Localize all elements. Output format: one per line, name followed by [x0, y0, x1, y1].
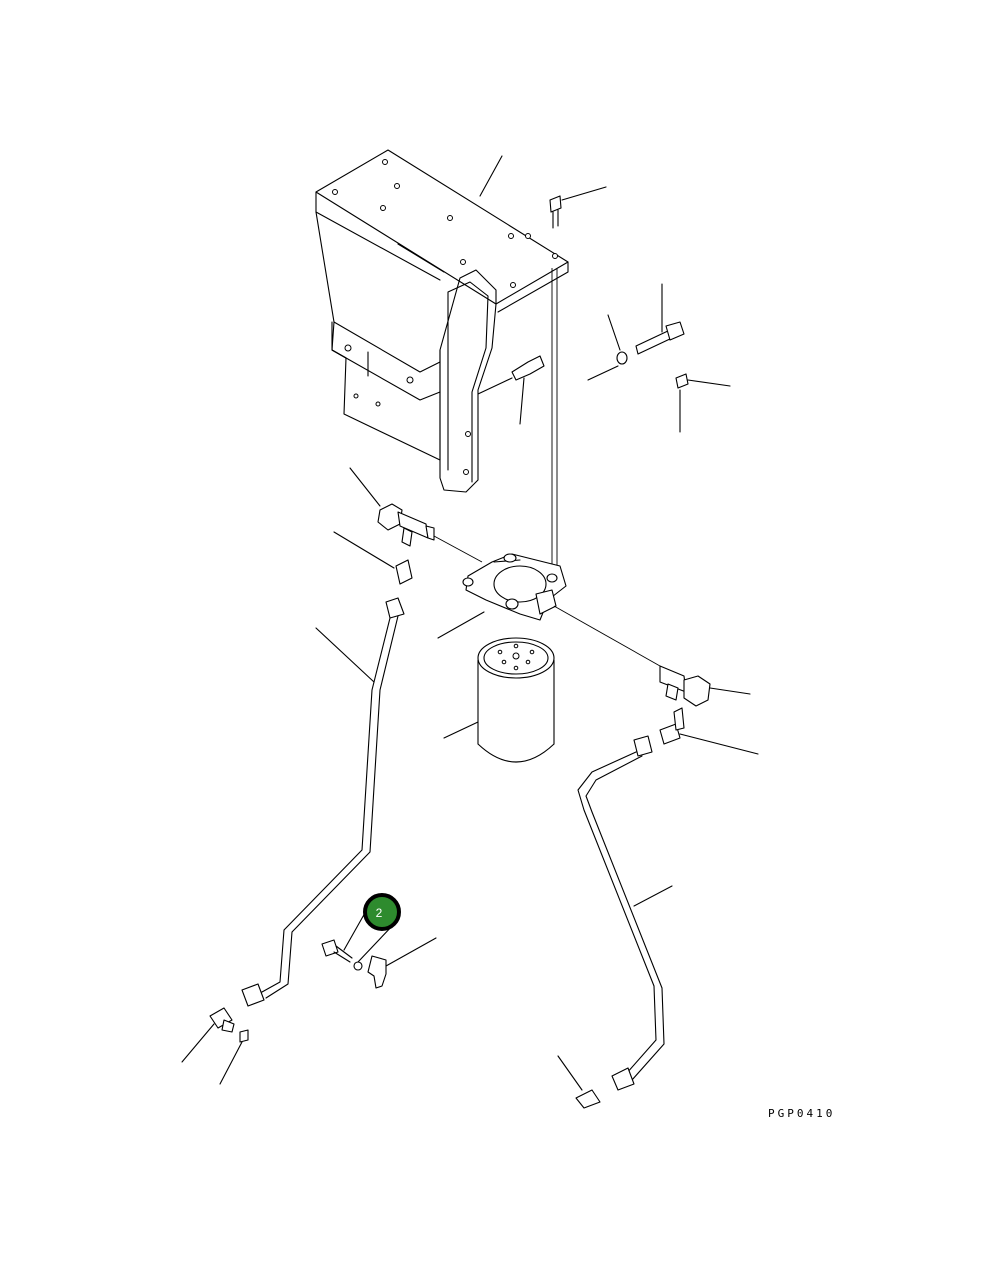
- bottom-left-elbow: [181, 1007, 249, 1085]
- right-elbow-fitting: [659, 707, 759, 755]
- drawing-code: PGP0410: [768, 1107, 836, 1120]
- mounting-bracket: [315, 149, 569, 493]
- filter-head: [437, 553, 661, 667]
- left-fuel-tube: [241, 597, 405, 1007]
- bottom-right-fitting: [557, 1055, 601, 1109]
- bracket-fitting: [477, 355, 545, 425]
- left-drain-valve: [349, 467, 483, 563]
- bolt-and-washer: [587, 283, 731, 433]
- part-callout-2[interactable]: 2: [363, 893, 401, 931]
- filter-cartridge: [443, 637, 555, 763]
- clamp-bolt-set: [321, 903, 437, 989]
- right-fuel-tube: [577, 735, 673, 1091]
- left-elbow-fitting: [333, 531, 413, 585]
- long-bolt: [549, 186, 607, 578]
- callout-circle[interactable]: [363, 893, 401, 931]
- right-drain-valve: [659, 665, 751, 707]
